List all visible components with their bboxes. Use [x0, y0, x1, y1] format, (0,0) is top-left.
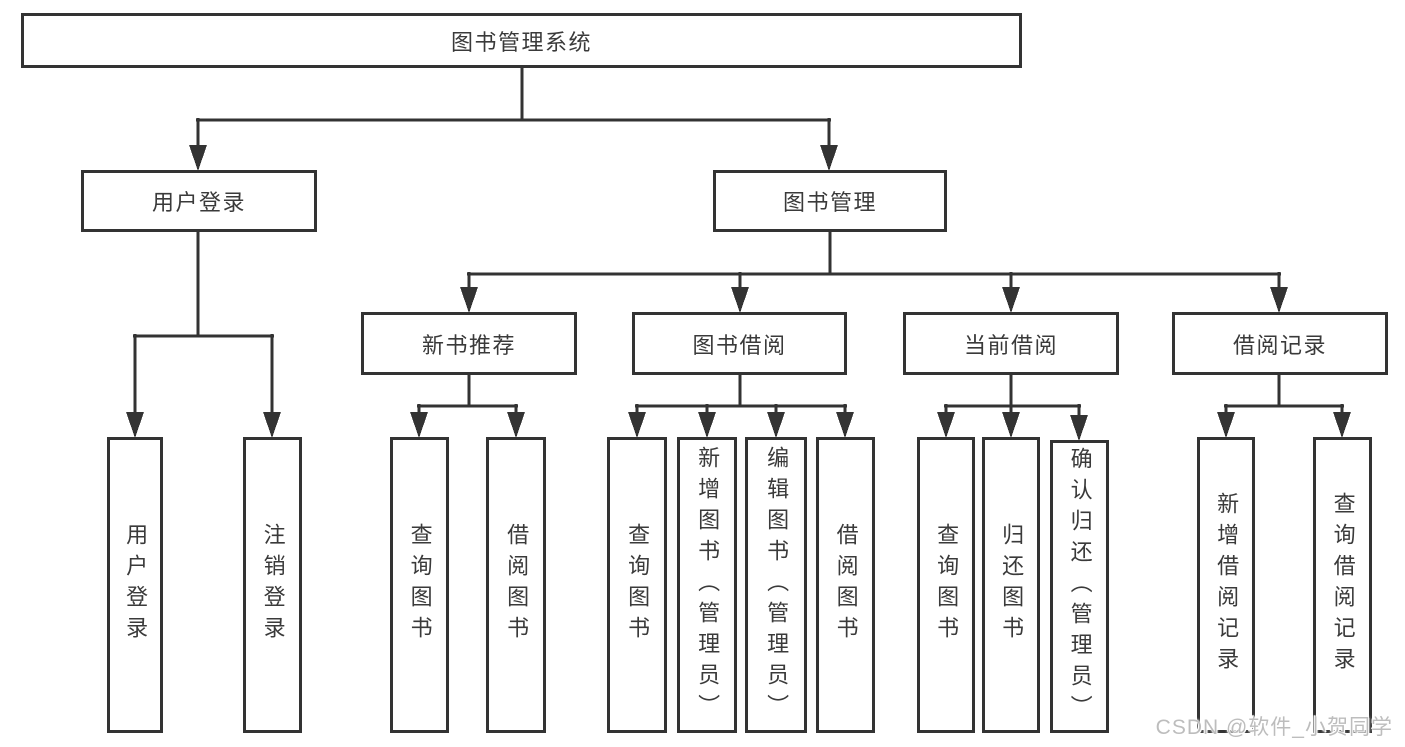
node-current-borrow: 当前借阅 — [903, 312, 1119, 375]
leaf-query-books-1-label: 查询图书 — [407, 523, 433, 647]
arrowhead-down-icon — [126, 412, 144, 438]
leaf-confirm-return-admin: 确认归还（管理员） — [1050, 440, 1109, 733]
node-user-login-label: 用户登录 — [151, 190, 246, 215]
node-borrow-records-label: 借阅记录 — [1232, 332, 1327, 358]
leaf-add-books-admin-label: 新增图书（管理员） — [695, 445, 721, 725]
node-borrow-records: 借阅记录 — [1172, 312, 1388, 375]
leaf-add-books-admin: 新增图书（管理员） — [677, 437, 737, 733]
leaf-query-books-2-label: 查询图书 — [625, 523, 651, 647]
leaf-edit-books-admin: 编辑图书（管理员） — [745, 437, 807, 733]
arrowhead-down-icon — [820, 145, 838, 171]
node-user-login: 用户登录 — [81, 170, 317, 232]
leaf-borrow-books-2-label: 借阅图书 — [833, 523, 859, 647]
arrowhead-down-icon — [1270, 287, 1288, 313]
leaf-logout: 注销登录 — [243, 437, 302, 733]
node-current-borrow-label: 当前借阅 — [963, 332, 1058, 358]
leaf-query-books-3-label: 查询图书 — [934, 523, 960, 647]
leaf-borrow-books-1: 借阅图书 — [486, 437, 546, 733]
leaf-user-login-label: 用户登录 — [123, 523, 149, 647]
leaf-query-books-3: 查询图书 — [917, 437, 975, 733]
leaf-borrow-books-1-label: 借阅图书 — [504, 523, 530, 647]
arrowhead-down-icon — [698, 412, 716, 438]
watermark: CSDN @软件_小贺同学 — [1155, 716, 1393, 739]
arrowhead-down-icon — [836, 412, 854, 438]
arrowhead-down-icon — [263, 412, 281, 438]
arrowhead-down-icon — [731, 287, 749, 313]
leaf-query-borrow-record-label: 查询借阅记录 — [1330, 492, 1356, 678]
node-book-management: 图书管理 — [713, 170, 947, 232]
arrowhead-down-icon — [628, 412, 646, 438]
node-root: 图书管理系统 — [21, 13, 1022, 68]
leaf-add-borrow-record: 新增借阅记录 — [1197, 437, 1255, 733]
arrowhead-down-icon — [1002, 412, 1020, 438]
node-book-borrow: 图书借阅 — [632, 312, 847, 375]
leaf-confirm-return-admin-label: 确认归还（管理员） — [1067, 447, 1093, 726]
leaf-query-books-2: 查询图书 — [607, 437, 667, 733]
arrowhead-down-icon — [937, 412, 955, 438]
leaf-user-login: 用户登录 — [107, 437, 163, 733]
leaf-return-books: 归还图书 — [982, 437, 1040, 733]
arrowhead-down-icon — [1002, 287, 1020, 313]
node-new-book-recommend-label: 新书推荐 — [421, 332, 516, 358]
node-book-management-label: 图书管理 — [782, 190, 877, 215]
arrowhead-down-icon — [507, 412, 525, 438]
leaf-logout-label: 注销登录 — [260, 523, 286, 647]
leaf-edit-books-admin-label: 编辑图书（管理员） — [764, 445, 790, 725]
arrowhead-down-icon — [767, 412, 785, 438]
leaf-add-borrow-record-label: 新增借阅记录 — [1214, 492, 1240, 678]
arrowhead-down-icon — [1070, 415, 1088, 441]
node-root-label: 图书管理系统 — [450, 29, 592, 55]
arrowhead-down-icon — [460, 287, 478, 313]
arrowhead-down-icon — [1217, 412, 1235, 438]
leaf-query-borrow-record: 查询借阅记录 — [1313, 437, 1372, 733]
arrowhead-down-icon — [410, 412, 428, 438]
arrowhead-down-icon — [1333, 412, 1351, 438]
leaf-borrow-books-2: 借阅图书 — [816, 437, 875, 733]
leaf-query-books-1: 查询图书 — [390, 437, 449, 733]
arrowhead-down-icon — [189, 145, 207, 171]
node-book-borrow-label: 图书借阅 — [692, 332, 787, 358]
leaf-return-books-label: 归还图书 — [999, 523, 1025, 647]
node-new-book-recommend: 新书推荐 — [361, 312, 577, 375]
